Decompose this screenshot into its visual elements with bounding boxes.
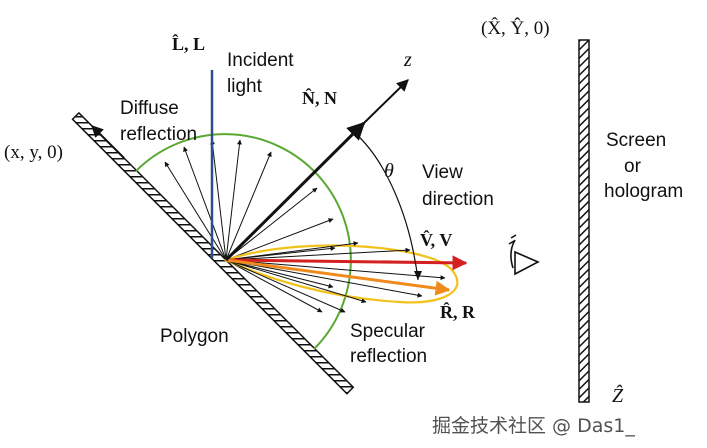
theta-label: θ [384, 160, 394, 182]
screen-hologram [578, 39, 590, 403]
view-vector-label: V̂, V [420, 230, 452, 250]
screen-coords-label: (X̂, Ŷ, 0) [481, 17, 550, 39]
eye-icon [508, 234, 540, 276]
watermark: 掘金技术社区 @ Das1_ [432, 415, 635, 437]
diffuse-label-1: Diffuse [120, 98, 179, 119]
screen-label-3: hologram [604, 181, 683, 202]
specular-label-2: reflection [350, 346, 427, 367]
z-axis-line [363, 79, 409, 124]
surface-axis-arrow [91, 125, 125, 159]
screen-label-1: Screen [606, 130, 666, 151]
view-direction-label-1: View [422, 162, 463, 183]
diffuse-label-2: reflection [120, 124, 197, 145]
normal-vector [224, 121, 366, 262]
specular-label-1: Specular [350, 321, 426, 342]
light-vector-label: L̂, L [172, 34, 205, 54]
incident-light-label-2: light [227, 76, 263, 97]
reflection-vector [225, 258, 451, 296]
incident-light-label-1: Incident [227, 50, 294, 71]
theta-arc [354, 132, 419, 281]
theta-arc-head-bottom [414, 271, 422, 280]
view-vector [225, 255, 468, 271]
z-axis-label: z [403, 49, 412, 71]
specular-rays [225, 241, 446, 313]
theta-arc-head-top [352, 129, 361, 137]
reflect-vector-label: R̂, R [440, 302, 476, 322]
view-direction-label-2: direction [422, 189, 494, 210]
polygon-label: Polygon [160, 326, 229, 347]
screen-z-label: Ẑ [612, 384, 624, 407]
diffuse-rays [164, 139, 336, 313]
normal-vector-label: N̂, N [302, 88, 337, 108]
origin-coords-label: (x, y, 0) [4, 142, 63, 163]
screen-label-2: or [624, 156, 642, 177]
